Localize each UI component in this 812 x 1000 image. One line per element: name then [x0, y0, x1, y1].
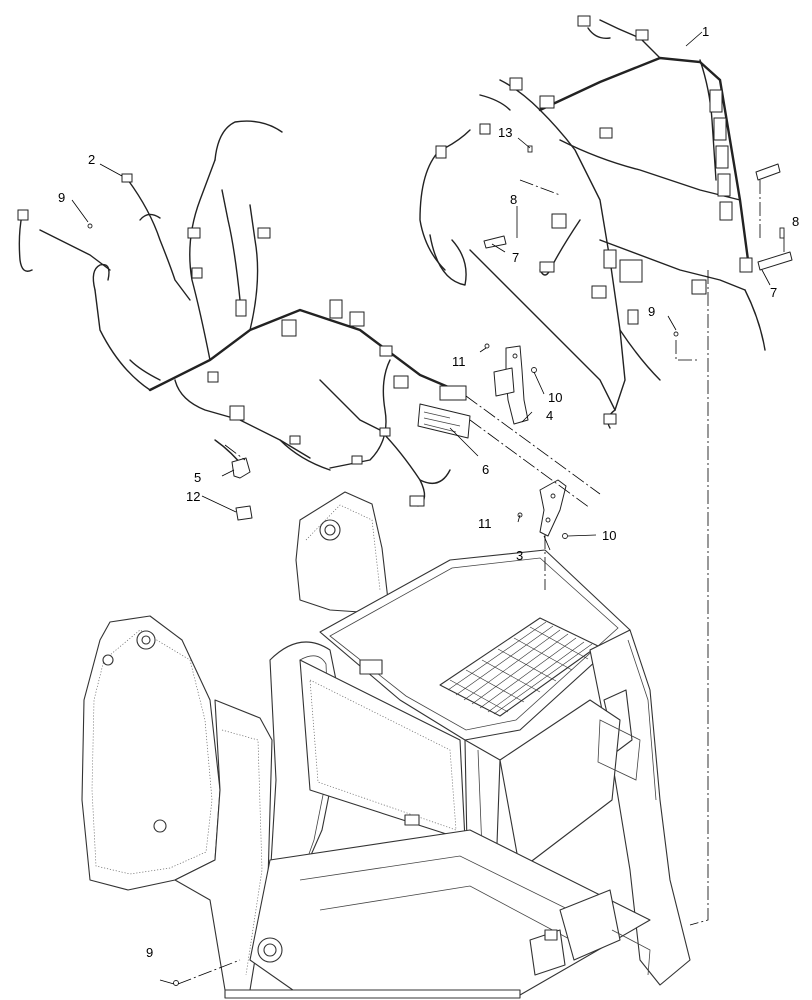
- right-wiring-harness: [419, 15, 766, 429]
- callout-leaders: [71, 31, 771, 985]
- callout-8-center: 8: [510, 192, 517, 207]
- callout-11-lower: 11: [478, 516, 492, 531]
- callout-7-right: 7: [770, 285, 777, 300]
- callout-2: 2: [88, 152, 95, 167]
- label-decal-6: [417, 403, 471, 439]
- strip-12: [235, 505, 253, 521]
- fasteners: [87, 145, 793, 986]
- callout-10-lower: 10: [602, 528, 616, 543]
- bracket-3: [539, 479, 567, 537]
- callout-10-upper: 10: [548, 390, 562, 405]
- projection-lines: [177, 179, 761, 985]
- callout-12: 12: [186, 489, 200, 504]
- callout-3: 3: [516, 548, 523, 563]
- callout-5: 5: [194, 470, 201, 485]
- callout-9-right: 9: [648, 304, 655, 319]
- left-wiring-harness: [17, 120, 467, 507]
- callout-9-bottom: 9: [146, 945, 153, 960]
- callout-6: 6: [482, 462, 489, 477]
- callout-1: 1: [702, 24, 709, 39]
- callout-labels: 1 2 9 13 8 7 8 7 9 11 10 4 6 5 12 11 10 …: [58, 24, 799, 960]
- bracket-4: [493, 345, 529, 425]
- callout-8-right: 8: [792, 214, 799, 229]
- callout-9-left: 9: [58, 190, 65, 205]
- clip-5: [231, 457, 251, 479]
- callout-7-center: 7: [512, 250, 519, 265]
- roof-grille: [439, 617, 599, 717]
- callout-4: 4: [546, 408, 553, 423]
- callout-13: 13: [498, 125, 512, 140]
- callout-11-upper: 11: [452, 354, 466, 369]
- cab-frame: [81, 491, 691, 999]
